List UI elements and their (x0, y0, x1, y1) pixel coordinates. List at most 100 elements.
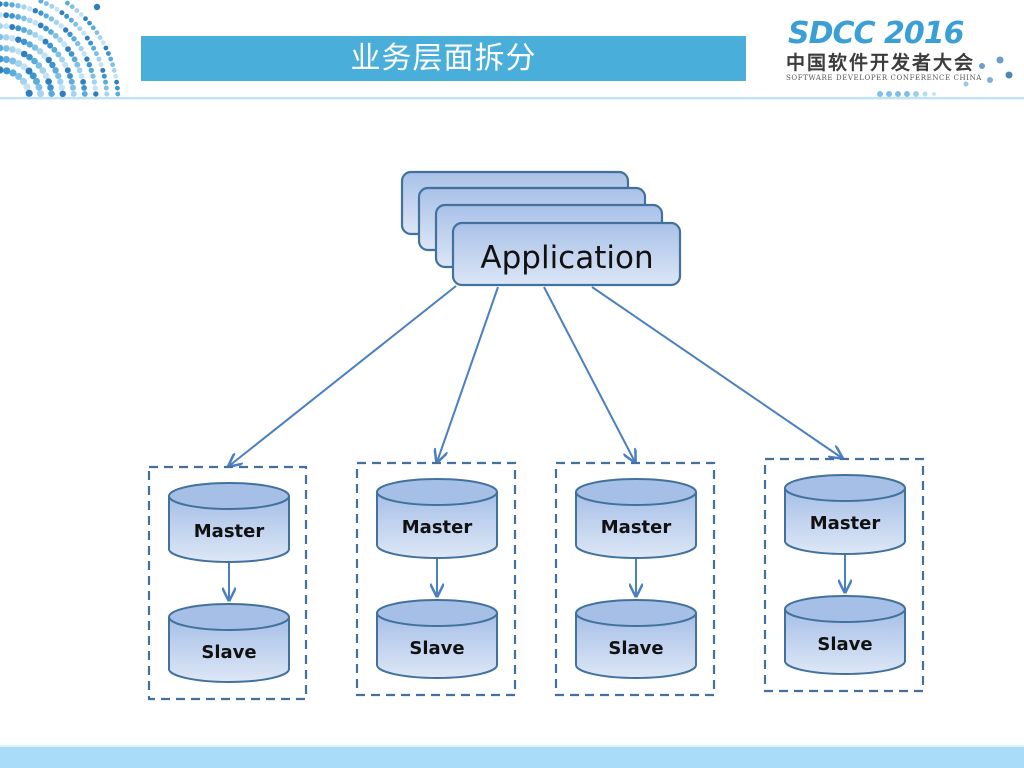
group-border (554, 461, 716, 697)
decorative-dot (52, 67, 59, 74)
decorative-dot (9, 69, 17, 77)
decorative-dot (73, 21, 79, 27)
decorative-dot (75, 40, 81, 47)
decorative-dot (114, 79, 119, 85)
header-divider-shadow (0, 99, 1024, 100)
decorative-dot (15, 72, 23, 81)
decorative-dot (115, 91, 121, 97)
decorative-dot (62, 61, 69, 68)
decorative-dot (64, 67, 71, 74)
application-stack: Application (400, 170, 682, 287)
decorative-dot (71, 36, 77, 42)
decorative-dot (76, 67, 83, 74)
decorative-dot (104, 91, 110, 97)
master-label: Master (601, 517, 672, 538)
decorative-dot (32, 31, 39, 38)
decorative-dot (81, 85, 87, 91)
decorative-dot (19, 77, 28, 85)
decorative-dot (68, 51, 75, 57)
decorative-dot (88, 40, 94, 46)
decorative-dot (49, 3, 55, 9)
decorative-dot (37, 90, 44, 98)
decorative-dot (39, 67, 47, 74)
decorative-dots-left (0, 0, 121, 98)
decorative-dot (48, 90, 55, 97)
application-label: Application (480, 240, 653, 276)
decorative-dot (74, 61, 81, 68)
decorative-dot (108, 56, 114, 62)
decorative-dot (3, 45, 10, 52)
decorative-dot (37, 22, 44, 29)
decorative-dot (59, 10, 65, 16)
decorative-dot (83, 16, 88, 22)
decorative-dot (81, 91, 88, 97)
decorative-dot (36, 48, 44, 55)
decorative-dot (9, 24, 16, 30)
master-db-cylinder: Master (376, 478, 498, 559)
decorative-dot (65, 46, 71, 52)
decorative-dot (20, 63, 28, 71)
decorative-dot (97, 35, 103, 40)
decorative-dot (21, 15, 27, 22)
footer-divider (0, 745, 1024, 747)
master-db-cylinder: Master (168, 482, 290, 563)
decorative-dot (20, 38, 28, 45)
decorative-dot (58, 23, 64, 29)
decorative-dot (0, 55, 4, 63)
decorative-dot (49, 61, 56, 69)
decorative-dot (43, 1, 49, 7)
decorative-dot (42, 38, 49, 45)
decorative-dot (98, 62, 104, 68)
decorative-dot (37, 35, 44, 41)
decorative-dot (45, 78, 52, 85)
decorative-dots-right (963, 56, 1013, 87)
decorative-dot (0, 12, 3, 18)
logo-main-text: SDCC 2016 (788, 16, 964, 51)
decorative-dot (115, 85, 120, 91)
master-db-cylinder: Master (575, 478, 697, 559)
decorative-dot (0, 33, 4, 41)
decorative-dot (29, 72, 37, 80)
decorative-dot (26, 53, 33, 61)
decorative-dot (58, 84, 65, 91)
decorative-dot (68, 17, 74, 23)
master-label: Master (810, 513, 881, 534)
decorative-dot (93, 51, 99, 57)
decorative-dot (84, 35, 90, 41)
decorative-dot (15, 2, 21, 9)
decorative-dot (78, 12, 84, 17)
decorative-dot (38, 0, 44, 4)
decorative-dot (21, 27, 27, 33)
decorative-dot (9, 57, 17, 65)
sdcc-logo: SDCC 2016 中国软件开发者大会 SOFTWARE DEVELOPER C… (780, 14, 1000, 104)
slave-label: Slave (201, 642, 256, 663)
decorative-dot (32, 8, 38, 14)
master-label: Master (194, 521, 265, 542)
decorative-dot (65, 0, 70, 6)
decorative-dot (31, 57, 38, 65)
decorative-dot (0, 66, 4, 74)
decorative-dot (106, 51, 111, 56)
decorative-dot (9, 35, 16, 42)
arrow-app-to-group-1 (229, 285, 457, 466)
decorative-dot (90, 73, 96, 79)
decorative-dots-logo-bottom (877, 91, 936, 97)
decorative-dot (86, 61, 93, 68)
decorative-dot (94, 30, 100, 35)
decorative-dot (0, 44, 4, 52)
decorative-dot (23, 83, 31, 91)
slide-title: 业务层面拆分 (350, 41, 537, 76)
decorative-dot (3, 1, 9, 7)
decorative-dot (51, 46, 58, 53)
slave-label: Slave (608, 638, 663, 659)
decorative-dot (33, 77, 40, 85)
decorative-dot (100, 40, 106, 46)
logo-chinese-text: 中国软件开发者大会 (786, 52, 976, 74)
decorative-dot (20, 50, 28, 58)
decorative-dot (35, 83, 43, 91)
title-bar: 业务层面拆分 (141, 36, 746, 81)
decorative-dot (103, 45, 109, 51)
decorative-dot (15, 60, 23, 67)
decorative-dot (55, 51, 62, 58)
decorative-dot (57, 37, 63, 43)
